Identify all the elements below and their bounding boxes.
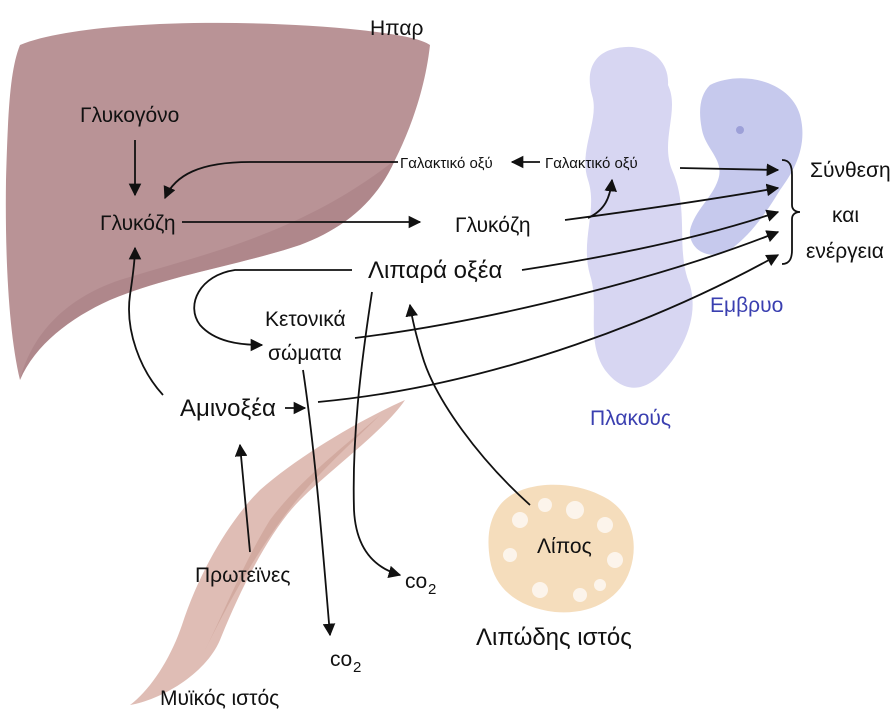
synthesis-label-1: Σύνθεση — [810, 159, 891, 182]
ketone-bodies-label-2: σώματα — [268, 342, 342, 365]
embryo-eye — [736, 126, 744, 134]
co2-label-a: co 2 — [405, 570, 436, 598]
svg-text:co: co — [330, 648, 352, 671]
glucose-blood-label: Γλυκόζη — [455, 214, 531, 237]
muscle-shape — [130, 400, 405, 705]
glycogen-label: Γλυκογόνο — [80, 104, 179, 127]
fat-label: Λίπος — [537, 535, 592, 558]
placenta-label: Πλακούς — [590, 407, 671, 430]
lactate-left-label: Γαλακτικό οξύ — [400, 155, 493, 172]
liver-label: Ηπαρ — [370, 17, 423, 40]
glucose-liver-label: Γλυκόζη — [100, 212, 176, 235]
svg-text:2: 2 — [353, 659, 361, 676]
arrow-ketone-co2 — [303, 370, 330, 635]
co2-label-b: co 2 — [330, 648, 361, 676]
fatty-acids-label: Λιπαρά οξέα — [368, 257, 502, 284]
ketone-bodies-label-1: Κετονικά — [265, 308, 346, 331]
amino-acids-label: Αμινοξέα — [180, 395, 276, 422]
placenta-shape — [585, 47, 692, 388]
lactate-right-label: Γαλακτικό οξύ — [545, 155, 638, 172]
proteins-label: Πρωτεϊνες — [195, 564, 291, 587]
adipose-tissue-label: Λιπώδης ιστός — [476, 624, 632, 651]
embryo-label: Εμβρυο — [710, 294, 783, 317]
embryo-shape — [690, 78, 803, 255]
synthesis-label-3: ενέργεια — [806, 240, 884, 263]
arrow-fat-fatty — [410, 305, 530, 505]
muscle-tissue-label: Μυϊκός ιστός — [160, 687, 279, 710]
svg-text:2: 2 — [428, 581, 436, 598]
svg-text:co: co — [405, 570, 427, 593]
synthesis-label-2: και — [832, 204, 859, 227]
